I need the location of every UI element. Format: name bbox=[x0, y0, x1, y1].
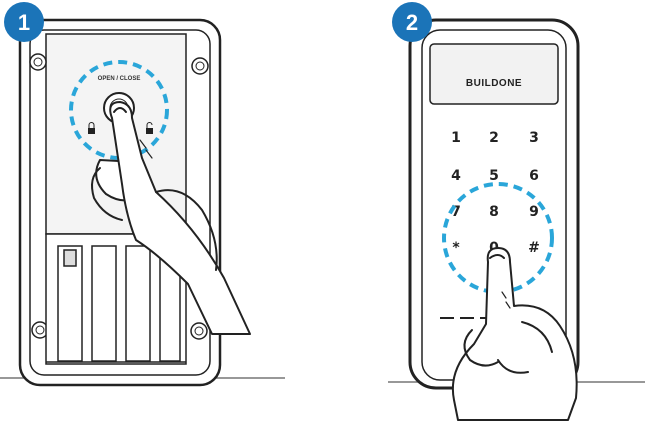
keypad-key: 8 bbox=[489, 204, 499, 220]
keypad-key: * bbox=[452, 240, 460, 256]
keypad-key: 4 bbox=[451, 168, 461, 184]
brand-plate bbox=[430, 44, 558, 104]
keypad-key: 2 bbox=[489, 130, 499, 146]
step-2-panel: BUILDONE 1 2 3 4 5 6 7 8 9 * 0 # bbox=[322, 0, 645, 421]
step-1-panel: OPEN / CLOSE 1 bbox=[0, 0, 320, 421]
screw-icon bbox=[191, 323, 207, 339]
keypad-key: 6 bbox=[529, 168, 539, 184]
step-2-illustration: BUILDONE 1 2 3 4 5 6 7 8 9 * 0 # bbox=[322, 0, 645, 421]
brand-logo: BUILDONE bbox=[466, 78, 522, 89]
screw-icon bbox=[192, 58, 208, 74]
keypad-key: 5 bbox=[489, 168, 499, 184]
step-number: 1 bbox=[18, 10, 30, 35]
open-close-label: OPEN / CLOSE bbox=[98, 76, 141, 82]
keypad-key: 1 bbox=[451, 130, 461, 146]
keypad-key: # bbox=[528, 240, 540, 256]
keypad-key: 3 bbox=[529, 130, 539, 146]
keypad-key: 9 bbox=[529, 204, 539, 220]
step-1-illustration: OPEN / CLOSE 1 bbox=[0, 0, 320, 421]
step-number: 2 bbox=[406, 10, 418, 35]
screw-icon bbox=[30, 54, 46, 70]
